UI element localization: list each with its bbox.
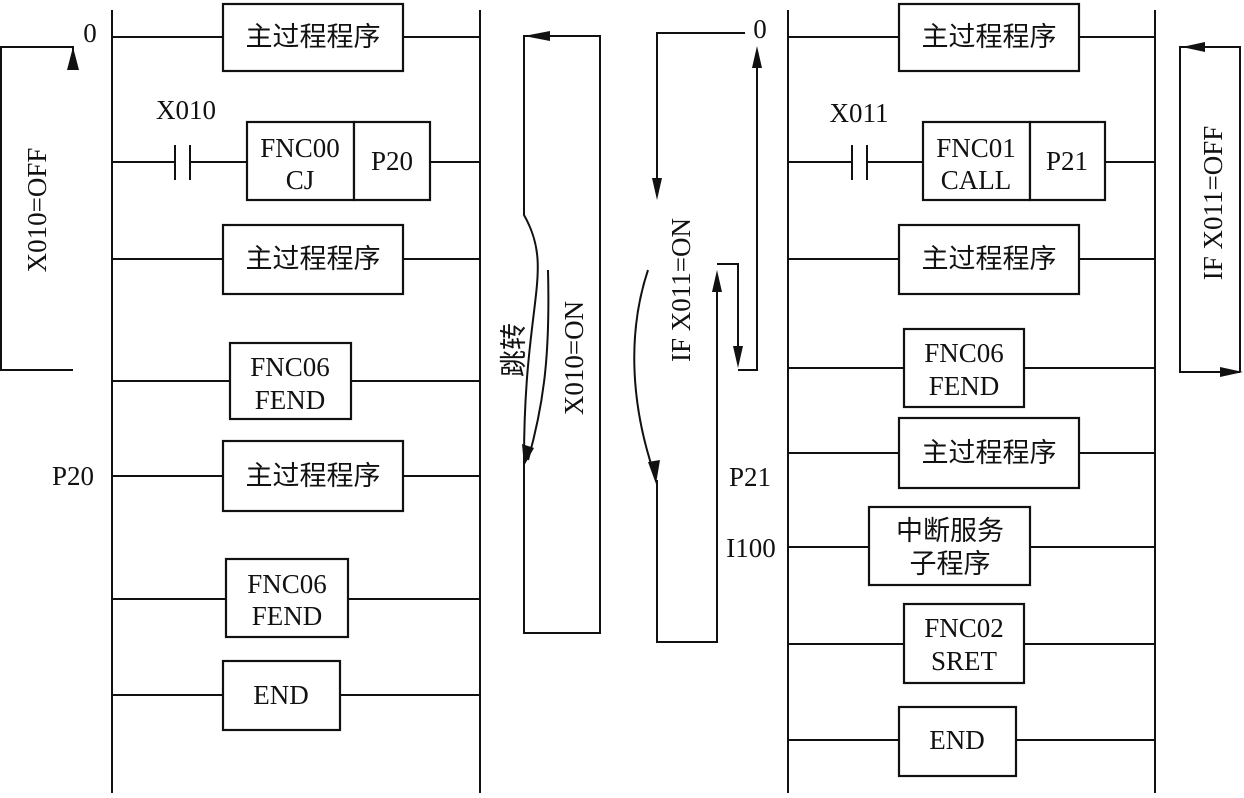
call-flow-arrow-down-icon <box>652 178 662 200</box>
contact-x011-label: X011 <box>830 98 889 128</box>
left-rung-cj: X010 FNC00 CJ P20 <box>112 95 480 202</box>
isr-label-line-1: 中断服务 <box>896 516 1004 546</box>
main-program-label: 主过程程序 <box>246 22 381 52</box>
left-rung-end: END <box>112 659 480 732</box>
jump-caption: 跳转 <box>499 323 529 377</box>
right-rung-main-2: 主过程程序 <box>788 223 1155 296</box>
main-program-box <box>221 2 405 73</box>
fend-box <box>902 327 1026 409</box>
left-rung-main-2: 主过程程序 <box>112 223 480 296</box>
right-ladder: 0 主过程程序 X011 FNC01 CALL P21 主过 <box>633 2 1243 793</box>
call-return-up-segment <box>738 60 758 371</box>
left-rung-fend-1: FNC06 FEND <box>112 341 480 421</box>
call-mnemonic: CALL <box>941 165 1012 195</box>
main-program-box <box>897 416 1081 490</box>
main-program-label: 主过程程序 <box>246 461 381 491</box>
right-rung-fend: FNC06 FEND <box>788 327 1155 409</box>
main-program-label: 主过程程序 <box>246 244 381 274</box>
fend-mnemonic: FEND <box>252 601 323 631</box>
left-jump-flow: 跳转 X010=ON <box>499 31 601 634</box>
right-rung-i100: I100 中断服务 子程序 <box>726 505 1155 587</box>
fend-fnc-code: FNC06 <box>924 338 1004 368</box>
fend-box <box>228 341 353 421</box>
call-return-arrow-down-icon <box>733 346 743 368</box>
fend-mnemonic: FEND <box>255 385 326 415</box>
interrupt-i100-label: I100 <box>726 533 776 563</box>
jump-curve-arrow <box>527 269 550 461</box>
call-function-box <box>921 120 1032 202</box>
right-rung-sret: FNC02 SRET <box>788 602 1155 685</box>
cj-target-pointer: P20 <box>371 146 413 176</box>
right-rung-end: END <box>788 705 1155 778</box>
right-rung-p21: P21 主过程程序 <box>729 416 1155 492</box>
cj-fnc-code: FNC00 <box>260 133 340 163</box>
end-label: END <box>253 680 309 710</box>
end-box <box>897 705 1018 778</box>
off-flow-arrow-left-icon <box>1182 42 1205 52</box>
call-target-pointer: P21 <box>1046 146 1088 176</box>
call-flow-top-segment <box>656 32 745 190</box>
off-flow-arrow-up-icon <box>67 47 79 70</box>
call-curve-arrowhead-icon <box>648 460 660 484</box>
sret-mnemonic: SRET <box>931 646 998 676</box>
fend-fnc-code: FNC06 <box>250 352 330 382</box>
right-step-zero-label: 0 <box>753 14 767 44</box>
end-label: END <box>929 725 985 755</box>
contact-x010-label: X010 <box>156 95 216 125</box>
jump-flow-arrow-left-icon <box>524 31 550 41</box>
right-call-flow: IF X011=ON <box>633 32 762 643</box>
left-off-flow: X010=OFF <box>0 46 79 371</box>
if-x011-off-label: IF X011=OFF <box>1198 126 1228 281</box>
left-rung-main-1: 主过程程序 <box>112 2 480 73</box>
jump-curve-arrowhead-icon <box>522 444 534 466</box>
fend-fnc-code: FNC06 <box>247 569 327 599</box>
main-program-label: 主过程程序 <box>922 438 1057 468</box>
pointer-p21-label: P21 <box>729 462 771 492</box>
sret-box <box>902 602 1026 685</box>
main-program-box <box>897 223 1081 296</box>
isr-label-line-2: 子程序 <box>910 549 991 579</box>
left-rung-p20: P20 主过程程序 <box>52 439 480 513</box>
left-ladder: 主过程程序 X010 FNC00 CJ P20 主过程程序 <box>0 2 601 793</box>
main-program-box <box>221 223 405 296</box>
jump-flow-loop <box>523 35 601 634</box>
right-rung-call: X011 FNC01 CALL P21 <box>788 98 1155 202</box>
cj-mnemonic: CJ <box>286 165 315 195</box>
isr-box <box>867 505 1032 587</box>
off-flow-arrow-right-icon <box>1220 367 1243 377</box>
call-curve-arrow <box>633 269 654 471</box>
main-program-label: 主过程程序 <box>922 244 1057 274</box>
end-box <box>221 659 342 732</box>
main-program-label: 主过程程序 <box>922 22 1057 52</box>
cj-function-box <box>245 120 356 202</box>
sret-fnc-code: FNC02 <box>924 613 1004 643</box>
right-rung-main-1: 主过程程序 <box>788 2 1155 73</box>
left-rung-fend-2: FNC06 FEND <box>112 557 480 639</box>
right-off-flow: IF X011=OFF <box>1179 42 1243 377</box>
fend-mnemonic: FEND <box>929 371 1000 401</box>
call-flow-bottom-segment <box>656 285 718 643</box>
if-x011-on-label: IF X011=ON <box>666 218 696 362</box>
fend-box <box>224 557 350 639</box>
call-fnc-code: FNC01 <box>936 133 1016 163</box>
call-return-arrow-up-icon <box>752 46 762 68</box>
main-program-box <box>897 2 1081 73</box>
call-flow-arrow-up-icon <box>712 270 722 292</box>
call-target-box <box>1028 120 1107 202</box>
pointer-p20-label: P20 <box>52 461 94 491</box>
x010-off-label: X010=OFF <box>22 148 52 273</box>
call-return-segment <box>717 263 739 355</box>
main-program-box <box>221 439 405 513</box>
left-step-zero-label: 0 <box>83 18 97 48</box>
off-flow-right-edge <box>1205 46 1241 372</box>
x010-on-label: X010=ON <box>559 301 589 415</box>
